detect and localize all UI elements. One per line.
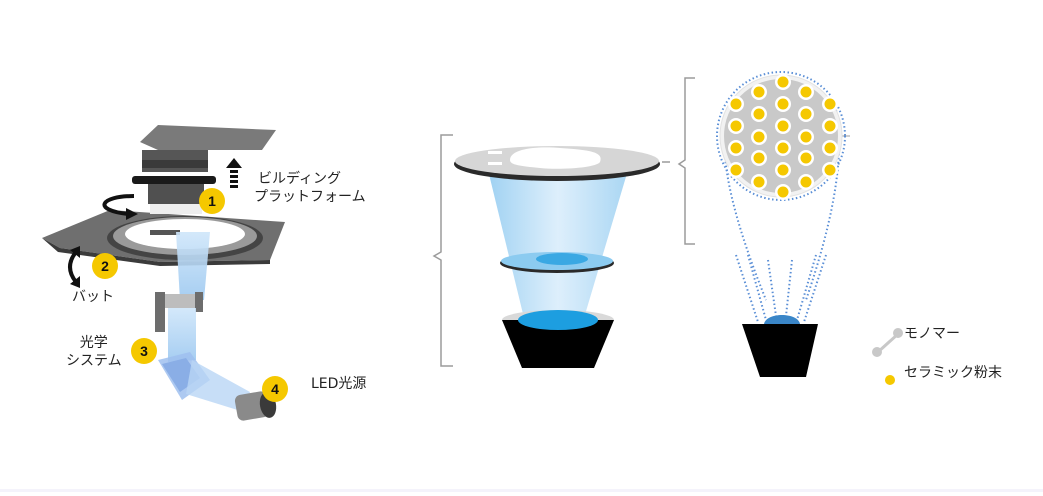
tilt-arrow-icon <box>68 250 78 284</box>
step-badge-3: 3 <box>131 338 157 364</box>
printer-illustration <box>42 125 285 421</box>
legend-ceramic-powder: セラミック粉末 <box>904 365 1002 381</box>
rotate-arrow-icon <box>102 194 135 216</box>
layer-projection-illustration <box>432 134 670 368</box>
label-optical-system: 光学 システム <box>66 335 122 369</box>
label-led-source: LED光源 <box>311 376 367 392</box>
monomer-icon <box>872 328 903 357</box>
microstructure-illustration <box>677 71 850 377</box>
label-building-platform: ビルディング プラットフォーム <box>254 171 366 205</box>
bracket-left <box>432 134 453 367</box>
ceramic-powder-icon <box>885 375 895 385</box>
step-badge-2: 2 <box>92 253 118 279</box>
bottom-divider <box>0 489 1043 492</box>
step-badge-1: 1 <box>199 188 225 214</box>
ceramic-particles <box>730 76 836 198</box>
legend-monomer: モノマー <box>904 326 960 342</box>
label-vat: バット <box>72 289 114 305</box>
step-badge-4: 4 <box>262 376 288 402</box>
up-arrow-icon <box>226 158 242 188</box>
